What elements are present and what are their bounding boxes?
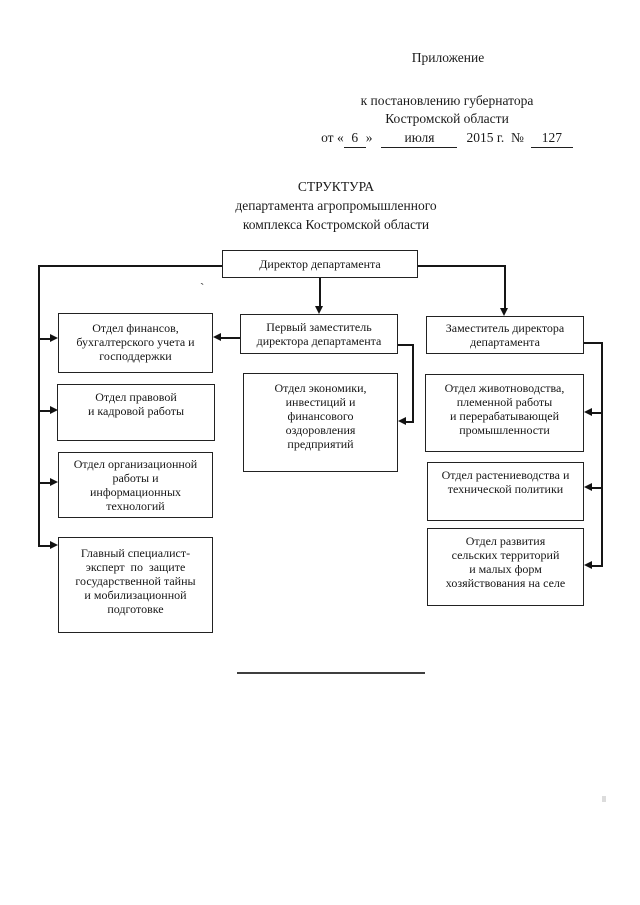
org-box-first-deputy-label: Первый заместитель директора департамент… bbox=[256, 320, 382, 348]
arrowhead-first-deputy bbox=[315, 306, 323, 314]
org-box-first-deputy: Первый заместитель директора департамент… bbox=[240, 314, 398, 354]
org-box-rural-label: Отдел развития сельских территорий и мал… bbox=[445, 534, 566, 590]
connector-director-to-deputy-v bbox=[504, 265, 506, 309]
structure-subtitle-1: департамента агропромышленного bbox=[235, 198, 437, 213]
org-box-crop: Отдел растениеводства и технической поли… bbox=[427, 462, 584, 521]
arrowhead-crop bbox=[584, 483, 592, 491]
decree-line-1: к постановлению губернатора bbox=[360, 93, 534, 108]
org-box-rural: Отдел развития сельских территорий и мал… bbox=[427, 528, 584, 606]
arrowhead-legal bbox=[50, 406, 58, 414]
org-box-crop-label: Отдел растениеводства и технической поли… bbox=[441, 468, 570, 496]
arrowhead-livestock bbox=[584, 408, 592, 416]
connector-economics-h bbox=[406, 421, 414, 423]
org-box-economics-label: Отдел экономики, инвестиций и финансовог… bbox=[274, 381, 367, 451]
org-box-finance: Отдел финансов, бухгалтерского учета и г… bbox=[58, 313, 213, 373]
date-month: июля bbox=[381, 129, 458, 148]
decree-line-2: Костромской области bbox=[385, 111, 509, 126]
connector-branch-crop bbox=[592, 487, 602, 489]
connector-deputy-elbow-h bbox=[584, 342, 602, 344]
arrowhead-org-work bbox=[50, 478, 58, 486]
connector-director-to-first-deputy bbox=[319, 278, 321, 307]
bottom-divider-line bbox=[237, 672, 425, 674]
connector-branch-legal bbox=[38, 410, 52, 412]
org-box-director-label: Директор департамента bbox=[259, 257, 381, 271]
arrowhead-state-secret bbox=[50, 541, 58, 549]
org-box-livestock: Отдел животноводства, племенной работы и… bbox=[425, 374, 584, 452]
annex-label: Приложение bbox=[411, 50, 485, 65]
connector-director-to-left-rail bbox=[38, 265, 222, 267]
org-box-deputy-label: Заместитель директора департамента bbox=[445, 321, 565, 349]
arrowhead-rural bbox=[584, 561, 592, 569]
connector-branch-state-secret bbox=[38, 545, 52, 547]
connector-branch-rural bbox=[592, 565, 602, 567]
date-year: 2015 г. № bbox=[466, 130, 524, 145]
date-close-quote: » bbox=[365, 130, 373, 145]
org-box-legal: Отдел правовой и кадровой работы bbox=[57, 384, 215, 441]
connector-branch-org-work bbox=[38, 482, 52, 484]
scan-artifact-tick: ˋ bbox=[200, 280, 205, 295]
org-box-legal-label: Отдел правовой и кадровой работы bbox=[87, 390, 185, 418]
org-box-deputy: Заместитель директора департамента bbox=[426, 316, 584, 354]
org-box-director: Директор департамента bbox=[222, 250, 418, 278]
arrowhead-finance bbox=[50, 334, 58, 342]
connector-left-rail bbox=[38, 265, 40, 547]
date-line: от «6» июля 2015 г. № 127 bbox=[297, 129, 597, 148]
org-box-state-secret-label: Главный специалист- эксперт по защите го… bbox=[75, 546, 196, 616]
arrowhead-finance-right bbox=[213, 333, 221, 341]
connector-first-deputy-elbow-h bbox=[398, 344, 414, 346]
connector-first-deputy-to-finance bbox=[221, 337, 240, 339]
date-number: 127 bbox=[530, 129, 573, 148]
connector-director-to-deputy-h bbox=[418, 265, 505, 267]
org-box-livestock-label: Отдел животноводства, племенной работы и… bbox=[444, 381, 565, 437]
org-box-org-work: Отдел организационной работы и информаци… bbox=[58, 452, 213, 518]
connector-branch-livestock bbox=[592, 412, 602, 414]
org-box-state-secret: Главный специалист- эксперт по защите го… bbox=[58, 537, 213, 633]
org-box-org-work-label: Отдел организационной работы и информаци… bbox=[73, 457, 198, 513]
structure-subtitle-2: комплекса Костромской области bbox=[242, 217, 430, 232]
arrowhead-economics bbox=[398, 417, 406, 425]
org-box-economics: Отдел экономики, инвестиций и финансовог… bbox=[243, 373, 398, 472]
org-box-finance-label: Отдел финансов, бухгалтерского учета и г… bbox=[76, 321, 195, 363]
connector-branch-finance bbox=[38, 338, 52, 340]
date-day: 6 bbox=[343, 129, 366, 148]
connector-first-deputy-elbow-v bbox=[412, 344, 414, 422]
scan-artifact-speck bbox=[602, 796, 606, 802]
arrowhead-deputy bbox=[500, 308, 508, 316]
connector-right-rail bbox=[601, 342, 603, 567]
structure-title: СТРУКТУРА bbox=[297, 179, 375, 194]
date-prefix: от « bbox=[321, 130, 344, 145]
